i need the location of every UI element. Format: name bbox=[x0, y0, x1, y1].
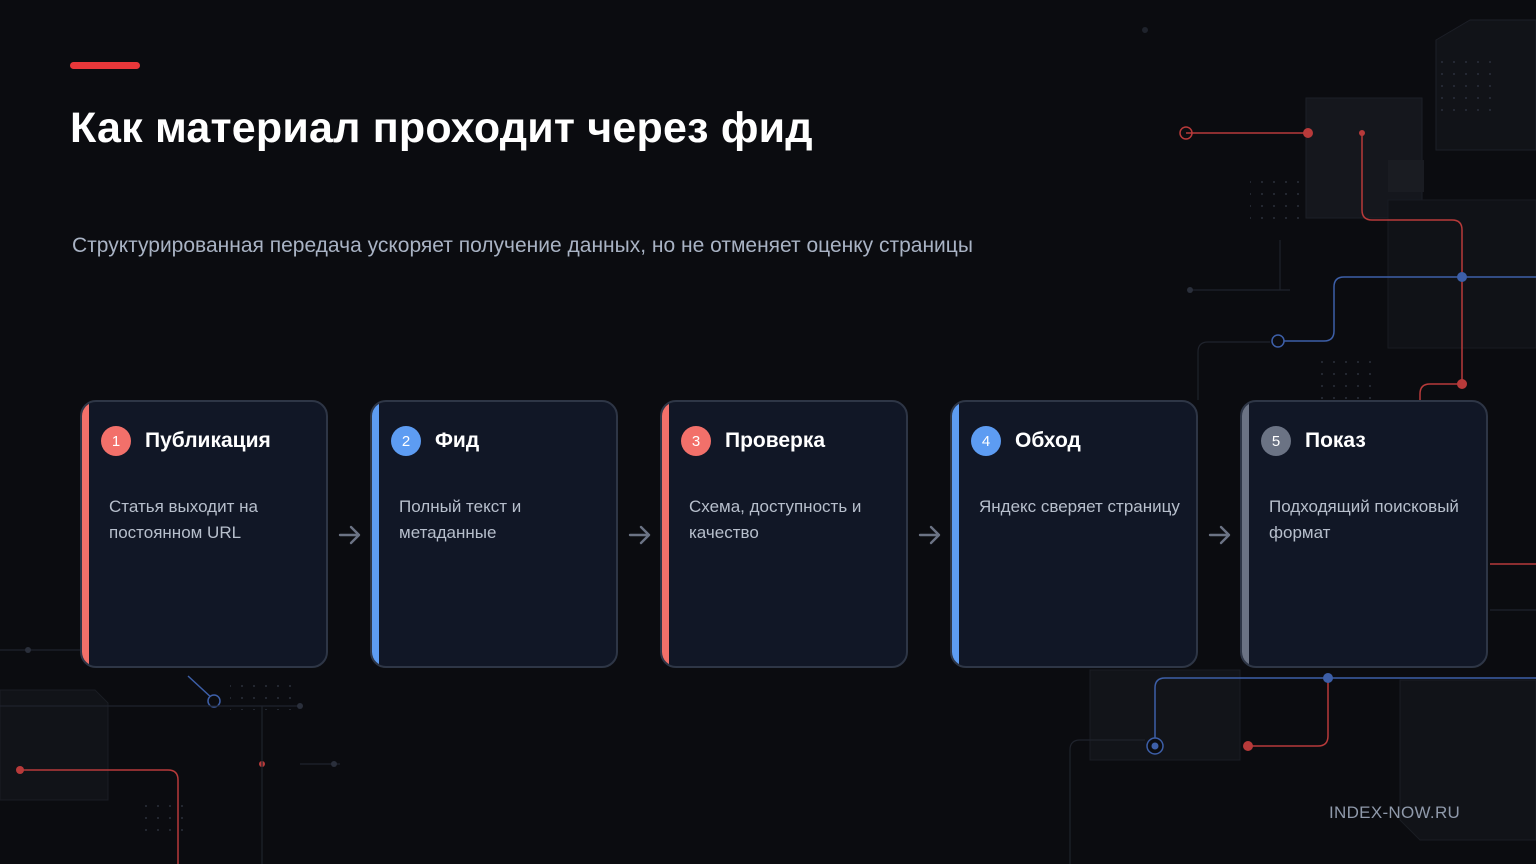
card-accent-stripe bbox=[372, 402, 379, 666]
card-accent-stripe bbox=[662, 402, 669, 666]
card-accent-stripe bbox=[952, 402, 959, 666]
step-card-display: 5 Показ Подходящий поисковый формат bbox=[1240, 400, 1488, 668]
step-description: Полный текст и метаданные bbox=[399, 497, 522, 542]
card-accent-stripe bbox=[1242, 402, 1249, 666]
step-title: Публикация bbox=[145, 429, 271, 452]
arrow-right-icon bbox=[918, 525, 941, 545]
slide-title: Как материал проходит через фид bbox=[70, 104, 813, 152]
step-title: Обход bbox=[1015, 429, 1081, 452]
step-title: Показ bbox=[1305, 429, 1366, 452]
step-number-badge: 5 bbox=[1261, 426, 1291, 456]
step-card-check: 3 Проверка Схема, доступность и качество bbox=[660, 400, 908, 668]
step-description: Подходящий поисковый формат bbox=[1269, 497, 1459, 542]
step-number-badge: 2 bbox=[391, 426, 421, 456]
step-title: Фид bbox=[435, 429, 480, 452]
slide-subtitle: Структурированная передача ускоряет полу… bbox=[72, 234, 973, 257]
arrow-right-icon bbox=[628, 525, 651, 545]
step-description: Схема, доступность и качество bbox=[689, 497, 862, 542]
accent-bar bbox=[70, 62, 140, 69]
card-accent-stripe bbox=[82, 402, 89, 666]
step-number-badge: 3 bbox=[681, 426, 711, 456]
step-description: Статья выходит на постоянном URL bbox=[109, 497, 258, 542]
arrow-right-icon bbox=[338, 525, 361, 545]
step-card-feed: 2 Фид Полный текст и метаданные bbox=[370, 400, 618, 668]
arrow-right-icon bbox=[1208, 525, 1231, 545]
step-description: Яндекс сверяет страницу bbox=[979, 497, 1180, 516]
step-number-badge: 4 bbox=[971, 426, 1001, 456]
footer-site-label: INDEX-NOW.RU bbox=[1329, 803, 1461, 822]
step-title: Проверка bbox=[725, 429, 826, 452]
step-card-crawl: 4 Обход Яндекс сверяет страницу bbox=[950, 400, 1198, 668]
step-card-publication: 1 Публикация Статья выходит на постоянно… bbox=[80, 400, 328, 668]
step-number-badge: 1 bbox=[101, 426, 131, 456]
